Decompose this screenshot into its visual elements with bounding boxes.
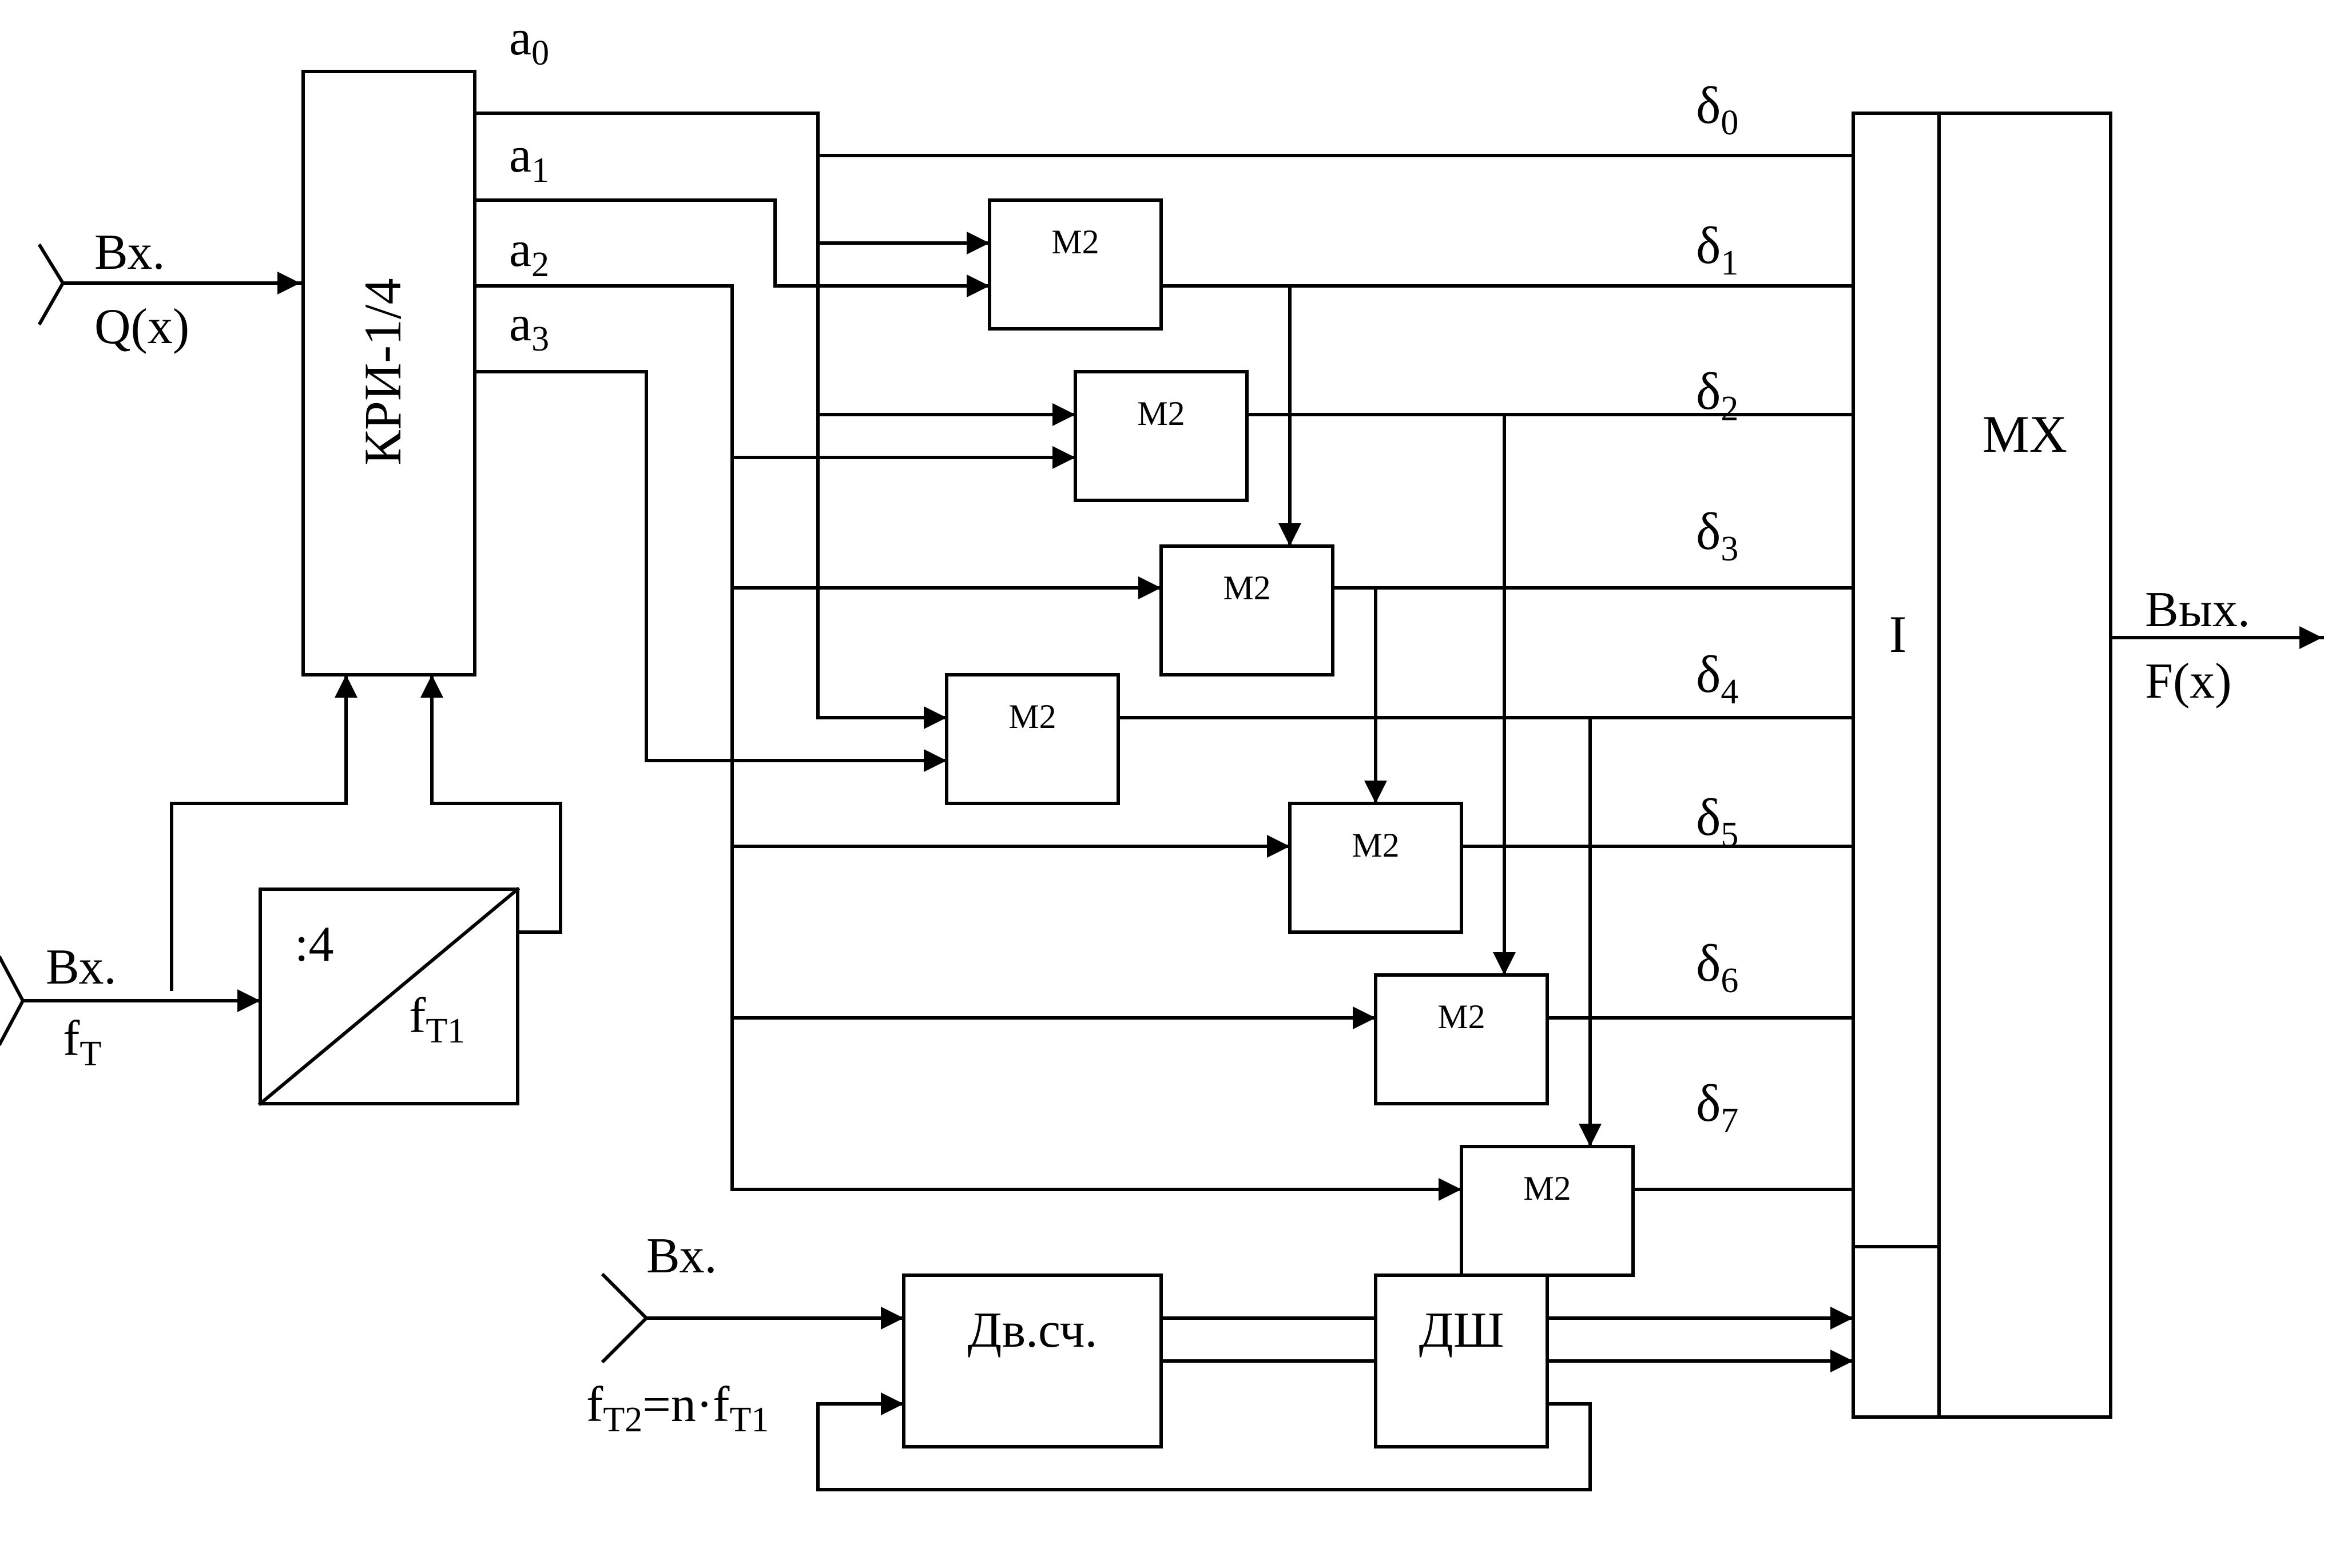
a3-wire bbox=[473, 370, 948, 772]
input-q-label-line1: Вх. bbox=[94, 225, 165, 280]
a2-label: a2 bbox=[509, 222, 549, 284]
input-q-arrow-wire bbox=[37, 243, 65, 326]
i-block: I bbox=[1852, 112, 1941, 1419]
decoder-block: ДШ bbox=[1374, 1273, 1549, 1448]
m2-label: M2 bbox=[1223, 569, 1270, 607]
i-label: I bbox=[1889, 605, 1907, 663]
input-ft2-label-line2: fT2=n·fT1 bbox=[586, 1377, 769, 1439]
m2-label: M2 bbox=[1137, 395, 1185, 432]
divider-block: :4 fT1 bbox=[257, 886, 521, 1107]
output-label-line1: Вых. bbox=[2145, 582, 2250, 638]
m2-block-2: M2 bbox=[1074, 370, 1249, 502]
m2-block-6: M2 bbox=[1374, 973, 1549, 1105]
m2-block-3: M2 bbox=[1159, 544, 1334, 676]
m2-label: M2 bbox=[1352, 826, 1399, 864]
ft1-to-kri-wire bbox=[420, 673, 562, 934]
divider-label: :4 bbox=[295, 917, 333, 972]
delta0-label: δ0 bbox=[1696, 76, 1738, 142]
m2-label: M2 bbox=[1008, 698, 1056, 735]
input-ft-label-line1: Вх. bbox=[46, 940, 117, 995]
input-labels: Вх. Q(x) Вх. fT Вх. fT2=n·fT1 bbox=[46, 225, 769, 1439]
delta6-label: δ6 bbox=[1696, 934, 1738, 1000]
m2-label: M2 bbox=[1437, 998, 1485, 1036]
a3-label: a3 bbox=[509, 296, 549, 359]
output-label-line2: F(x) bbox=[2145, 654, 2232, 709]
delta2-label: δ2 bbox=[1696, 362, 1738, 428]
wires bbox=[0, 112, 2324, 1491]
input-ft2-arrow-wire bbox=[601, 1272, 649, 1364]
mx-block: MX bbox=[1937, 112, 2112, 1419]
delta7-label: δ7 bbox=[1696, 1074, 1738, 1140]
m2-block-7: M2 bbox=[1460, 1145, 1635, 1277]
m2-block-1: M2 bbox=[988, 198, 1163, 331]
counter-block: Дв.сч. bbox=[902, 1273, 1163, 1448]
a1-label: a1 bbox=[509, 128, 549, 190]
m2-label: M2 bbox=[1051, 223, 1099, 261]
kri-block: КРИ-1/4 bbox=[301, 70, 476, 676]
divider-output-label: fT1 bbox=[409, 988, 465, 1050]
delta5-label: δ5 bbox=[1696, 788, 1738, 854]
input-q-label-line2: Q(x) bbox=[94, 299, 189, 355]
kri-label: КРИ-1/4 bbox=[353, 278, 412, 465]
a1-wire bbox=[473, 198, 991, 297]
a0-label: a0 bbox=[509, 10, 549, 73]
mx-label: MX bbox=[1983, 405, 2067, 463]
output-labels: Вых. F(x) bbox=[2145, 582, 2250, 709]
m2-label: M2 bbox=[1523, 1169, 1571, 1207]
ft-to-kri-wire bbox=[170, 673, 357, 991]
decoder-label: ДШ bbox=[1419, 1303, 1504, 1358]
kri-output-labels: a0 a1 a2 a3 bbox=[509, 10, 549, 359]
counter-label: Дв.сч. bbox=[967, 1303, 1097, 1358]
input-ft-arrow-wire bbox=[0, 955, 25, 1046]
a2-bus-wire bbox=[473, 284, 1463, 1201]
delta-labels: δ0 δ1 δ2 δ3 δ4 δ5 δ6 δ7 bbox=[1696, 76, 1738, 1140]
delta4-label: δ4 bbox=[1696, 645, 1738, 711]
counter-feedback-wire bbox=[816, 1392, 1592, 1491]
m2-block-5: M2 bbox=[1288, 802, 1463, 934]
m2-block-4: M2 bbox=[945, 673, 1120, 805]
delta3-label: δ3 bbox=[1696, 502, 1738, 568]
input-ft-label-line2: fT bbox=[63, 1011, 101, 1073]
input-ft2-label-line1: Вх. bbox=[646, 1228, 717, 1284]
delta1-label: δ1 bbox=[1696, 216, 1738, 282]
